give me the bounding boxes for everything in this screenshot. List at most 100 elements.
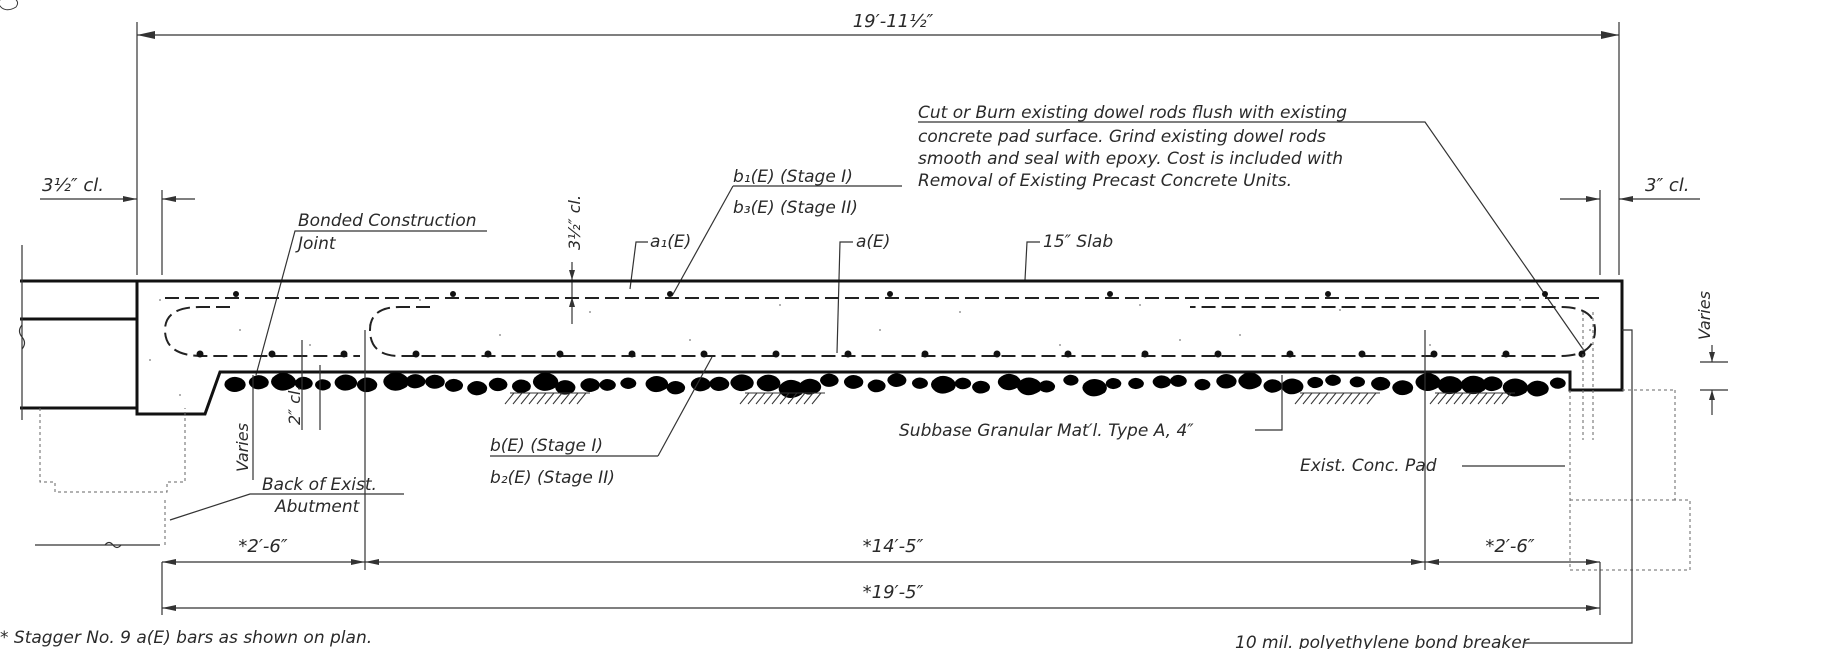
- subbase-rock: [1436, 375, 1464, 395]
- subbase-rock: [867, 378, 887, 393]
- a1e-leader: [629, 241, 648, 290]
- hatch-tick: [1334, 392, 1345, 405]
- subbase-rock: [466, 380, 488, 396]
- b-stage-leader: [671, 185, 734, 297]
- slab-outline: [135, 279, 1624, 416]
- bottom-clear-label: 2″ cl.: [285, 385, 304, 425]
- hatch-tick: [1453, 392, 1464, 405]
- be-leader: [657, 356, 713, 457]
- hatch-tick: [560, 392, 571, 405]
- subbase-rock: [1194, 378, 1211, 391]
- hatch-tick: [512, 392, 523, 405]
- hatch-tick: [1477, 392, 1488, 405]
- right-clear-dimension: [1560, 190, 1700, 275]
- seg-left-label: *2′-6″: [238, 536, 287, 557]
- ae-label: a(E): [856, 232, 890, 252]
- hatch-tick: [528, 392, 539, 405]
- bonded-joint-leader: [255, 230, 487, 376]
- hatch-tick: [568, 392, 579, 405]
- be-label: b(E) (Stage I): [490, 436, 603, 456]
- varies-left-label: Varies: [233, 423, 252, 472]
- right-clear-label: 3″ cl.: [1645, 175, 1690, 196]
- subbase-rock: [356, 377, 378, 393]
- subbase-rock-row: [223, 371, 1567, 399]
- hatch-tick: [1350, 392, 1361, 405]
- subbase-rock: [886, 372, 907, 388]
- subbase-rock: [1105, 377, 1122, 390]
- subbase-rock: [532, 372, 559, 392]
- b1e-label: b₁(E) (Stage I): [733, 167, 853, 187]
- bond-breaker-leader: [1525, 329, 1633, 644]
- subbase-rock: [1237, 371, 1263, 390]
- hatch-tick: [795, 392, 806, 405]
- subbase-rock: [488, 377, 508, 392]
- subbase-rock: [314, 378, 332, 391]
- subbase-rock: [729, 373, 755, 392]
- subbase-rock: [333, 373, 358, 392]
- subbase-rock: [644, 375, 669, 393]
- subbase-rock: [1037, 379, 1056, 393]
- hatch-tick: [803, 392, 814, 405]
- subbase-rock: [1414, 372, 1442, 392]
- hatch-tick: [747, 392, 758, 405]
- subbase-rock: [911, 377, 929, 390]
- top-bars: [233, 291, 1548, 297]
- hatch-tick: [1469, 392, 1480, 405]
- a1e-label: a₁(E): [650, 232, 691, 252]
- subbase-rock: [1169, 374, 1188, 388]
- hatch-tick: [1485, 392, 1496, 405]
- hatch-tick: [544, 392, 555, 405]
- subbase-rock: [223, 376, 247, 393]
- abutment-label-2: Abutment: [274, 497, 361, 517]
- top-clear-label: 3½″ cl.: [565, 195, 584, 250]
- subbase-label: Subbase Granular Mat′l. Type A, 4″: [899, 421, 1194, 441]
- subbase-rock: [579, 377, 601, 393]
- cut-note-block: Cut or Burn existing dowel rods flush wi…: [918, 103, 1586, 353]
- subbase-rock: [1215, 373, 1238, 390]
- overall-bottom-label: *19′-5″: [863, 582, 924, 603]
- subbase-rock: [1306, 376, 1324, 389]
- hatch-tick: [1358, 392, 1369, 405]
- hatch-tick: [536, 392, 547, 405]
- cut-note-line-1: Cut or Burn existing dowel rods flush wi…: [918, 103, 1347, 123]
- cut-note-line-3: smooth and seal with epoxy. Cost is incl…: [918, 149, 1343, 169]
- hatch-tick: [755, 392, 766, 405]
- pad-label: Exist. Conc. Pad: [1300, 456, 1437, 476]
- existing-concrete-pad: [1569, 389, 1691, 571]
- subbase-rock: [1280, 377, 1305, 395]
- subbase-rock: [819, 373, 840, 388]
- seg-right-label: *2′-6″: [1485, 536, 1534, 557]
- subbase-rock: [843, 374, 864, 390]
- hatch-tick: [1501, 392, 1512, 405]
- bonded-joint-label-1: Bonded Construction: [298, 211, 477, 231]
- bottom-bars: [196, 350, 1586, 358]
- subbase-rock: [1391, 379, 1414, 396]
- subbase-rock: [424, 374, 446, 390]
- left-hooked-bar: [163, 306, 360, 357]
- hatch-tick: [1326, 392, 1337, 405]
- subbase-rock: [708, 376, 730, 392]
- bond-breaker-label: 10 mil. polyethylene bond breaker: [1235, 633, 1530, 649]
- hatch-tick: [763, 392, 774, 405]
- seg-mid-label: *14′-5″: [863, 536, 924, 557]
- subbase-rock: [619, 377, 637, 390]
- ae-leader: [836, 241, 853, 354]
- hatch-tick: [1318, 392, 1329, 405]
- subbase-rock: [1081, 378, 1108, 398]
- hatch-tick: [779, 392, 790, 405]
- overall-top-dim-label: 19′-11½″: [853, 11, 934, 32]
- abutment-leader: [169, 493, 262, 521]
- subbase-rock: [1324, 374, 1342, 387]
- main-hooked-bar: [368, 306, 1597, 357]
- hatch-tick: [504, 392, 515, 405]
- subbase-rock: [1062, 374, 1079, 387]
- hatch-tick: [1294, 392, 1305, 405]
- cut-note-line-2: concrete pad surface. Grind existing dow…: [918, 127, 1326, 147]
- hatch-tick: [1493, 392, 1504, 405]
- subbase-rock: [1349, 376, 1366, 388]
- b2e-label: b₂(E) (Stage II): [490, 468, 615, 488]
- hatch-tick: [1302, 392, 1313, 405]
- bonded-joint-label-2: Joint: [295, 234, 337, 254]
